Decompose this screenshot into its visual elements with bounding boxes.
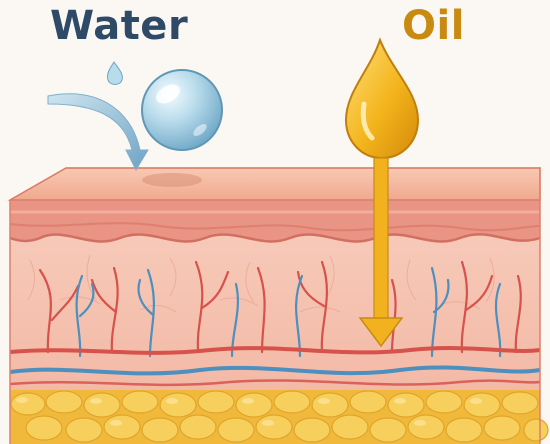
- oil-label: Oil: [402, 3, 465, 49]
- epidermis-edge: [9, 233, 541, 243]
- skin-surface: [7, 167, 541, 201]
- artery-lower: [9, 379, 541, 387]
- artery-main: [9, 346, 541, 355]
- water-arrow: [47, 93, 149, 172]
- epidermis-layer: [10, 200, 540, 242]
- water-droplet-icon: [141, 69, 223, 151]
- skin-block-outline: [9, 167, 541, 444]
- fat-cell-highlights: [16, 397, 482, 426]
- epidermis-stripe: [9, 222, 541, 232]
- oil-arrow-shaft: [373, 157, 389, 323]
- oil-droplet-highlight: [360, 101, 375, 141]
- oil-droplet-icon: [344, 37, 420, 160]
- artery-network: [38, 260, 522, 354]
- dermis-fibers: [27, 254, 495, 313]
- oil-arrow-head: [358, 317, 404, 348]
- water-droplet-highlight: [156, 84, 180, 104]
- water-droplet-highlight: [193, 124, 207, 136]
- vein-main: [9, 365, 541, 376]
- splash-droplet-icon: [107, 61, 123, 85]
- water-spot: [142, 173, 202, 187]
- water-label: Water: [50, 3, 189, 49]
